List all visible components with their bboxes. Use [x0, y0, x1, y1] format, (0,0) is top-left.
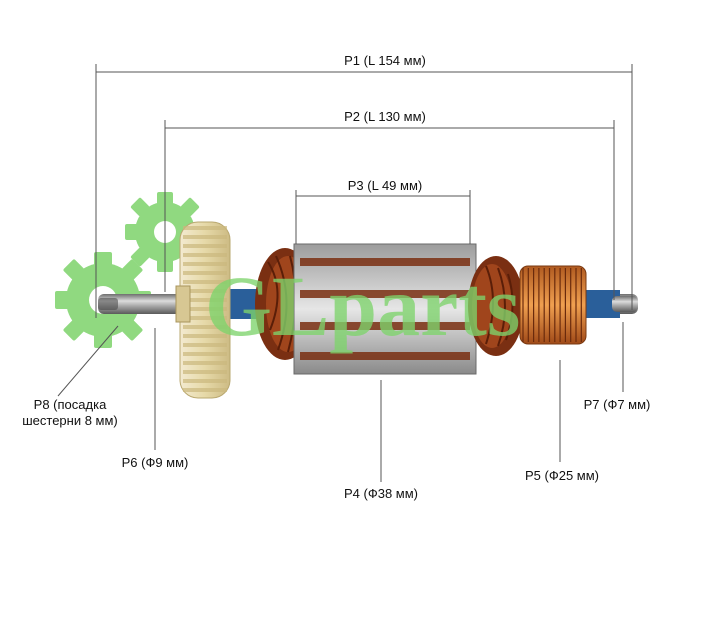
- callout-p5: P5 (Ф25 мм): [525, 360, 599, 483]
- fan-hub: [175, 285, 191, 323]
- fan-blade: [183, 361, 227, 365]
- callout-p8-line1: P8 (посадка: [34, 397, 107, 412]
- fan-blade: [183, 325, 227, 329]
- callout-p5-label: P5 (Ф25 мм): [525, 468, 599, 483]
- callout-p4-label: P4 (Ф38 мм): [344, 486, 418, 501]
- dimension-p3: P3 (L 49 мм): [295, 178, 471, 244]
- fan-blade: [183, 289, 227, 293]
- fan-blade: [183, 388, 227, 392]
- core-slot-winding: [300, 352, 470, 360]
- fan-blade: [183, 379, 227, 383]
- dimension-p2: P2 (L 130 мм): [164, 109, 615, 300]
- winding-right: [468, 256, 524, 356]
- fan-blade: [183, 235, 227, 239]
- fan-blade: [183, 226, 227, 230]
- dimension-p2-label: P2 (L 130 мм): [344, 109, 426, 124]
- callout-p8-line2: шестерни 8 мм): [22, 413, 118, 428]
- lamination-stack: [293, 243, 477, 375]
- dimension-p1: P1 (L 154 мм): [95, 53, 633, 318]
- fan-blade: [183, 343, 227, 347]
- fan-blade: [183, 280, 227, 284]
- core-slot-winding: [300, 290, 470, 298]
- dimension-p3-label: P3 (L 49 мм): [348, 178, 422, 193]
- fan-blade: [183, 298, 227, 302]
- fan-blade: [183, 253, 227, 257]
- fan-blade: [183, 262, 227, 266]
- commutator-bars: [522, 268, 582, 342]
- fan-blade: [183, 352, 227, 356]
- core-slot-winding: [300, 258, 470, 266]
- callout-p8: P8 (посадка шестерни 8 мм): [22, 325, 119, 428]
- callout-p4: P4 (Ф38 мм): [344, 380, 418, 501]
- core-slots: [300, 258, 470, 360]
- callout-p6: P6 (Ф9 мм): [122, 328, 189, 470]
- fan-impeller: [175, 221, 231, 399]
- shaft-keyway: [98, 298, 118, 310]
- dimension-p1-label: P1 (L 154 мм): [344, 53, 426, 68]
- fan-blade: [183, 307, 227, 311]
- callout-p7: P7 (Ф7 мм): [584, 322, 651, 412]
- fan-blade: [183, 370, 227, 374]
- fan-blade: [183, 244, 227, 248]
- watermark-text: GLparts: [205, 258, 520, 354]
- core-slot-winding: [300, 322, 470, 330]
- commutator: [519, 265, 587, 345]
- fan-blade: [183, 316, 227, 320]
- callout-p6-label: P6 (Ф9 мм): [122, 455, 189, 470]
- fan-blade: [183, 271, 227, 275]
- callout-p7-label: P7 (Ф7 мм): [584, 397, 651, 412]
- fan-blade: [183, 334, 227, 338]
- fan-blades: [183, 226, 227, 392]
- shaft-end-right: [612, 296, 638, 312]
